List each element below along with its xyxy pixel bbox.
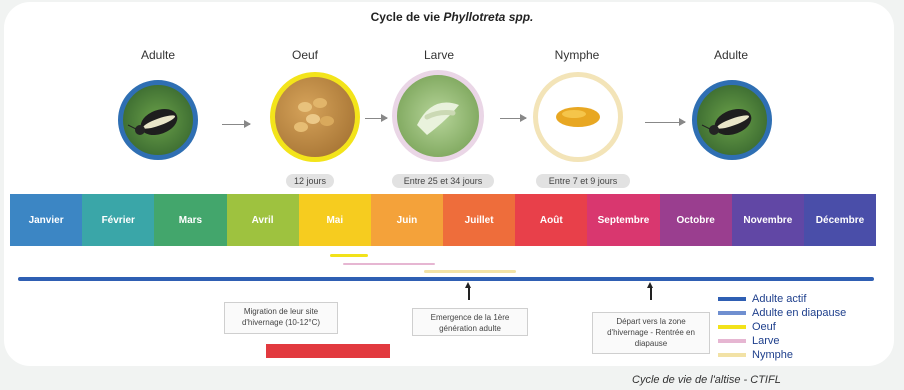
- stage-label-pupa: Nymphe: [522, 48, 632, 62]
- pupa-period-bar: [424, 270, 516, 273]
- departure-note: Départ vers la zone d'hivernage - Rentré…: [592, 312, 710, 354]
- month-3: Avril: [227, 194, 299, 246]
- emergence-marker-arrow: [468, 286, 470, 300]
- red-period-bar: [266, 344, 390, 358]
- month-8: Septembre: [587, 194, 659, 246]
- legend-item-larva: Larve: [718, 334, 780, 348]
- beetle-icon: [123, 85, 193, 155]
- adult-beetle-photo-2: [692, 80, 772, 160]
- arrow-right-icon: [645, 122, 685, 123]
- month-5: Juin: [371, 194, 443, 246]
- arrow-right-icon: [365, 118, 387, 119]
- month-1: Février: [82, 194, 154, 246]
- month-6: Juillet: [443, 194, 515, 246]
- eggs-icon: [275, 77, 355, 157]
- duration-pupa: Entre 7 et 9 jours: [536, 174, 630, 188]
- stage-label-adult-2: Adulte: [676, 48, 786, 62]
- stage-label-adult-1: Adulte: [103, 48, 213, 62]
- month-0: Janvier: [10, 194, 82, 246]
- active-adult-bar: [18, 277, 874, 281]
- stage-label-egg: Oeuf: [250, 48, 360, 62]
- legend-swatch: [718, 339, 746, 343]
- legend-item-diapause: Adulte en diapause: [718, 306, 846, 320]
- month-2: Mars: [154, 194, 226, 246]
- emergence-note: Emergence de la 1ère génération adulte: [412, 308, 528, 336]
- beetle-icon: [697, 85, 767, 155]
- egg-period-bar: [330, 254, 368, 257]
- legend-swatch: [718, 297, 746, 301]
- legend-item-egg: Oeuf: [718, 320, 776, 334]
- legend-swatch: [718, 325, 746, 329]
- duration-larva: Entre 25 et 34 jours: [392, 174, 494, 188]
- egg-cluster-photo: [270, 72, 360, 162]
- arrow-right-icon: [500, 118, 526, 119]
- pupa-icon: [538, 77, 618, 157]
- stage-label-larva: Larve: [384, 48, 494, 62]
- month-10: Novembre: [732, 194, 804, 246]
- duration-egg: 12 jours: [286, 174, 334, 188]
- departure-marker-arrow: [650, 286, 652, 300]
- larva-icon: [397, 75, 479, 157]
- larva-period-bar: [343, 263, 435, 265]
- month-9: Octobre: [660, 194, 732, 246]
- months-band: JanvierFévrierMarsAvrilMaiJuinJuilletAoû…: [10, 194, 876, 246]
- month-11: Décembre: [804, 194, 876, 246]
- legend-swatch: [718, 311, 746, 315]
- pupa-photo: [533, 72, 623, 162]
- legend-item-pupa: Nymphe: [718, 348, 793, 362]
- month-4: Mai: [299, 194, 371, 246]
- adult-beetle-photo: [118, 80, 198, 160]
- figure-caption: Cycle de vie de l'altise - CTIFL: [632, 374, 781, 386]
- legend-item-active-adult: Adulte actif: [718, 292, 806, 306]
- arrow-right-icon: [222, 124, 250, 125]
- month-7: Août: [515, 194, 587, 246]
- legend-swatch: [718, 353, 746, 357]
- larva-photo: [392, 70, 484, 162]
- migration-note: Migration de leur site d'hivernage (10-1…: [224, 302, 338, 334]
- diagram-title: Cycle de vie Phyllotreta spp.: [0, 10, 904, 24]
